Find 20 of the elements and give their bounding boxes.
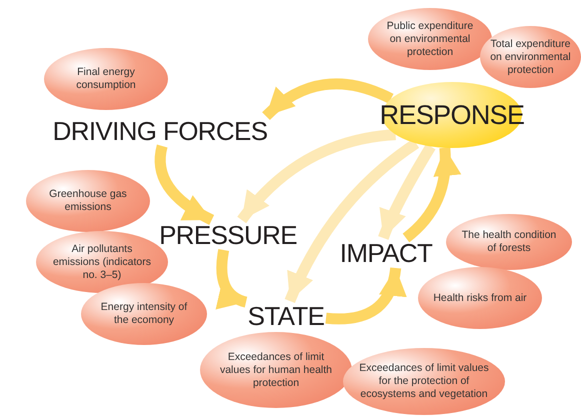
indicator-ellipse: Health risks from air bbox=[418, 267, 542, 329]
curved-arrow bbox=[237, 129, 396, 224]
indicator-ellipse: Energy intensity of the ecomony bbox=[81, 283, 207, 345]
indicator-ellipse: Exceedances of limit values for the protection of ecosystems and vegetation bbox=[343, 348, 505, 415]
curved-arrow bbox=[215, 249, 248, 308]
curved-arrow bbox=[402, 147, 460, 242]
stage-label: STATE bbox=[248, 303, 324, 329]
indicator-ellipse: Exceedances of limit values for human health protection bbox=[200, 332, 352, 408]
stage-label: IMPACT bbox=[340, 240, 432, 266]
curved-arrow bbox=[262, 78, 394, 120]
curved-arrow bbox=[284, 138, 420, 304]
indicator-ellipse: Total expenditure on environmental protection bbox=[480, 26, 581, 88]
indicator-ellipse: Final energy consumption bbox=[44, 48, 168, 110]
curved-arrow bbox=[154, 144, 214, 225]
curved-arrow bbox=[378, 144, 436, 240]
curved-arrow bbox=[326, 267, 406, 324]
indicator-ellipse: Greenhouse gas emissions bbox=[26, 170, 150, 232]
indicator-ellipse: The health condition of forests bbox=[446, 214, 572, 270]
indicator-ellipse: Public expenditure on environmental protection bbox=[368, 8, 492, 70]
stage-label: DRIVING FORCES bbox=[52, 118, 268, 144]
